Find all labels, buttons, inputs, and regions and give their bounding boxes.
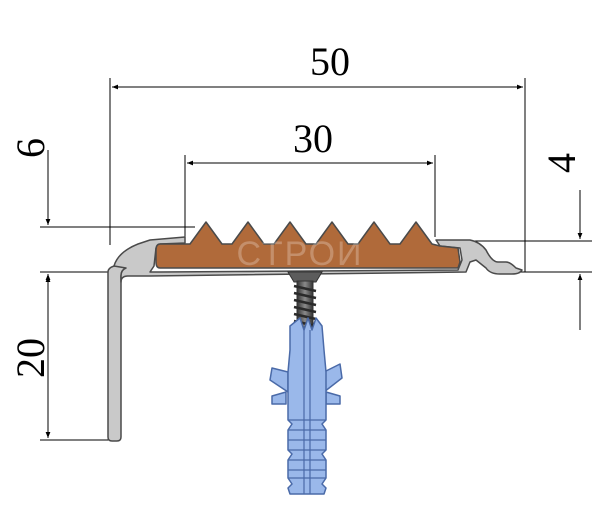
aluminium-profile: [107, 236, 523, 442]
dim-label-insert-height: 4: [539, 153, 584, 173]
dimension-lines: [40, 78, 592, 441]
dim-label-profile-height: 6: [8, 138, 53, 158]
dim-label-leg-height: 20: [8, 338, 53, 378]
watermark-text: СТРОЙ: [236, 235, 363, 273]
rubber-insert: [155, 221, 461, 269]
dim-label-overall-width: 50: [310, 39, 350, 84]
dim-label-insert-width: 30: [293, 116, 333, 161]
wall-plug-dowel: [269, 317, 343, 495]
screw: [287, 271, 323, 337]
